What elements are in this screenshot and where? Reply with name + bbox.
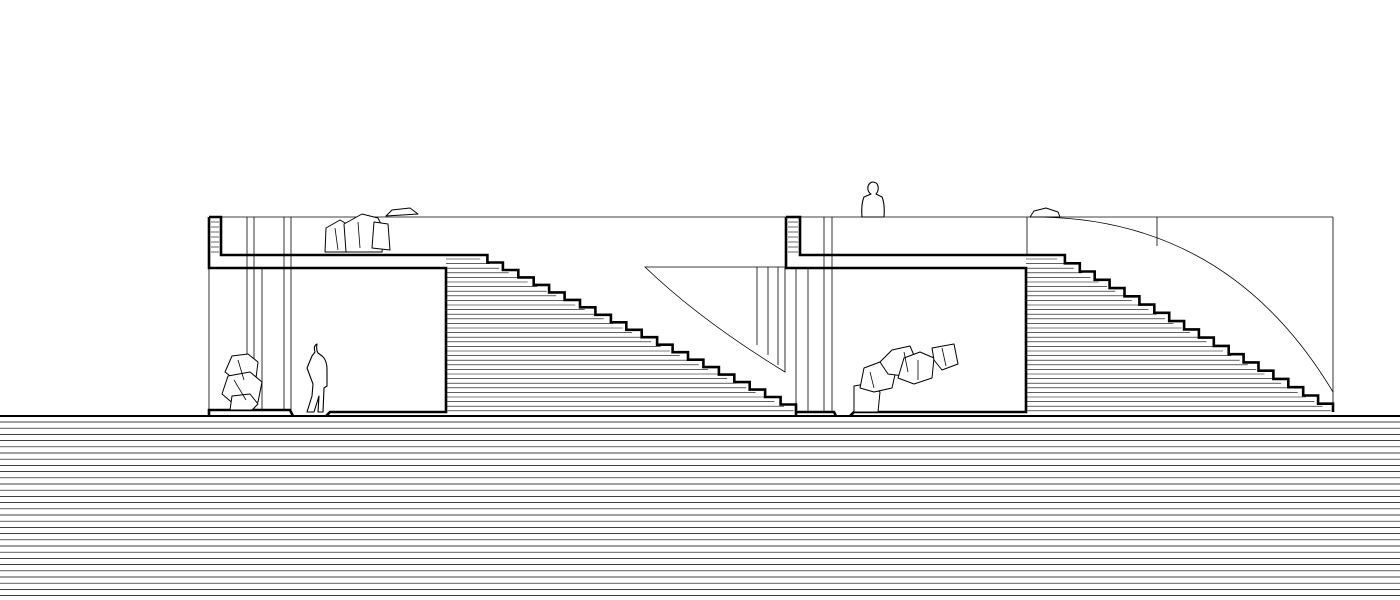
- right-parapet-hatch: [788, 221, 798, 253]
- left-parapet: [209, 215, 472, 257]
- right-stair-hatch: [1026, 258, 1331, 412]
- right-room-frame: [784, 217, 1028, 417]
- left-canopy-triangle: [644, 266, 786, 373]
- right-module: [784, 181, 1335, 417]
- right-sculpture-rocks: [853, 343, 959, 413]
- left-stair-hatch: [446, 258, 794, 412]
- left-stair-profile: [472, 253, 798, 412]
- right-floor-step: [794, 410, 838, 417]
- right-arched-canopy: [1039, 216, 1334, 393]
- left-parapet-hatch: [211, 221, 219, 253]
- left-room-frame: [207, 217, 448, 417]
- left-standing-person: [306, 343, 328, 413]
- ground-hatch: [0, 421, 1400, 596]
- left-module: [207, 207, 798, 417]
- right-stair-profile: [1050, 253, 1335, 412]
- right-roof-rock: [1029, 207, 1061, 218]
- left-roof-rocks: [324, 207, 419, 253]
- right-roof-person: [861, 181, 885, 218]
- right-parapet: [786, 215, 1050, 257]
- left-sculpture-rocks: [221, 353, 263, 411]
